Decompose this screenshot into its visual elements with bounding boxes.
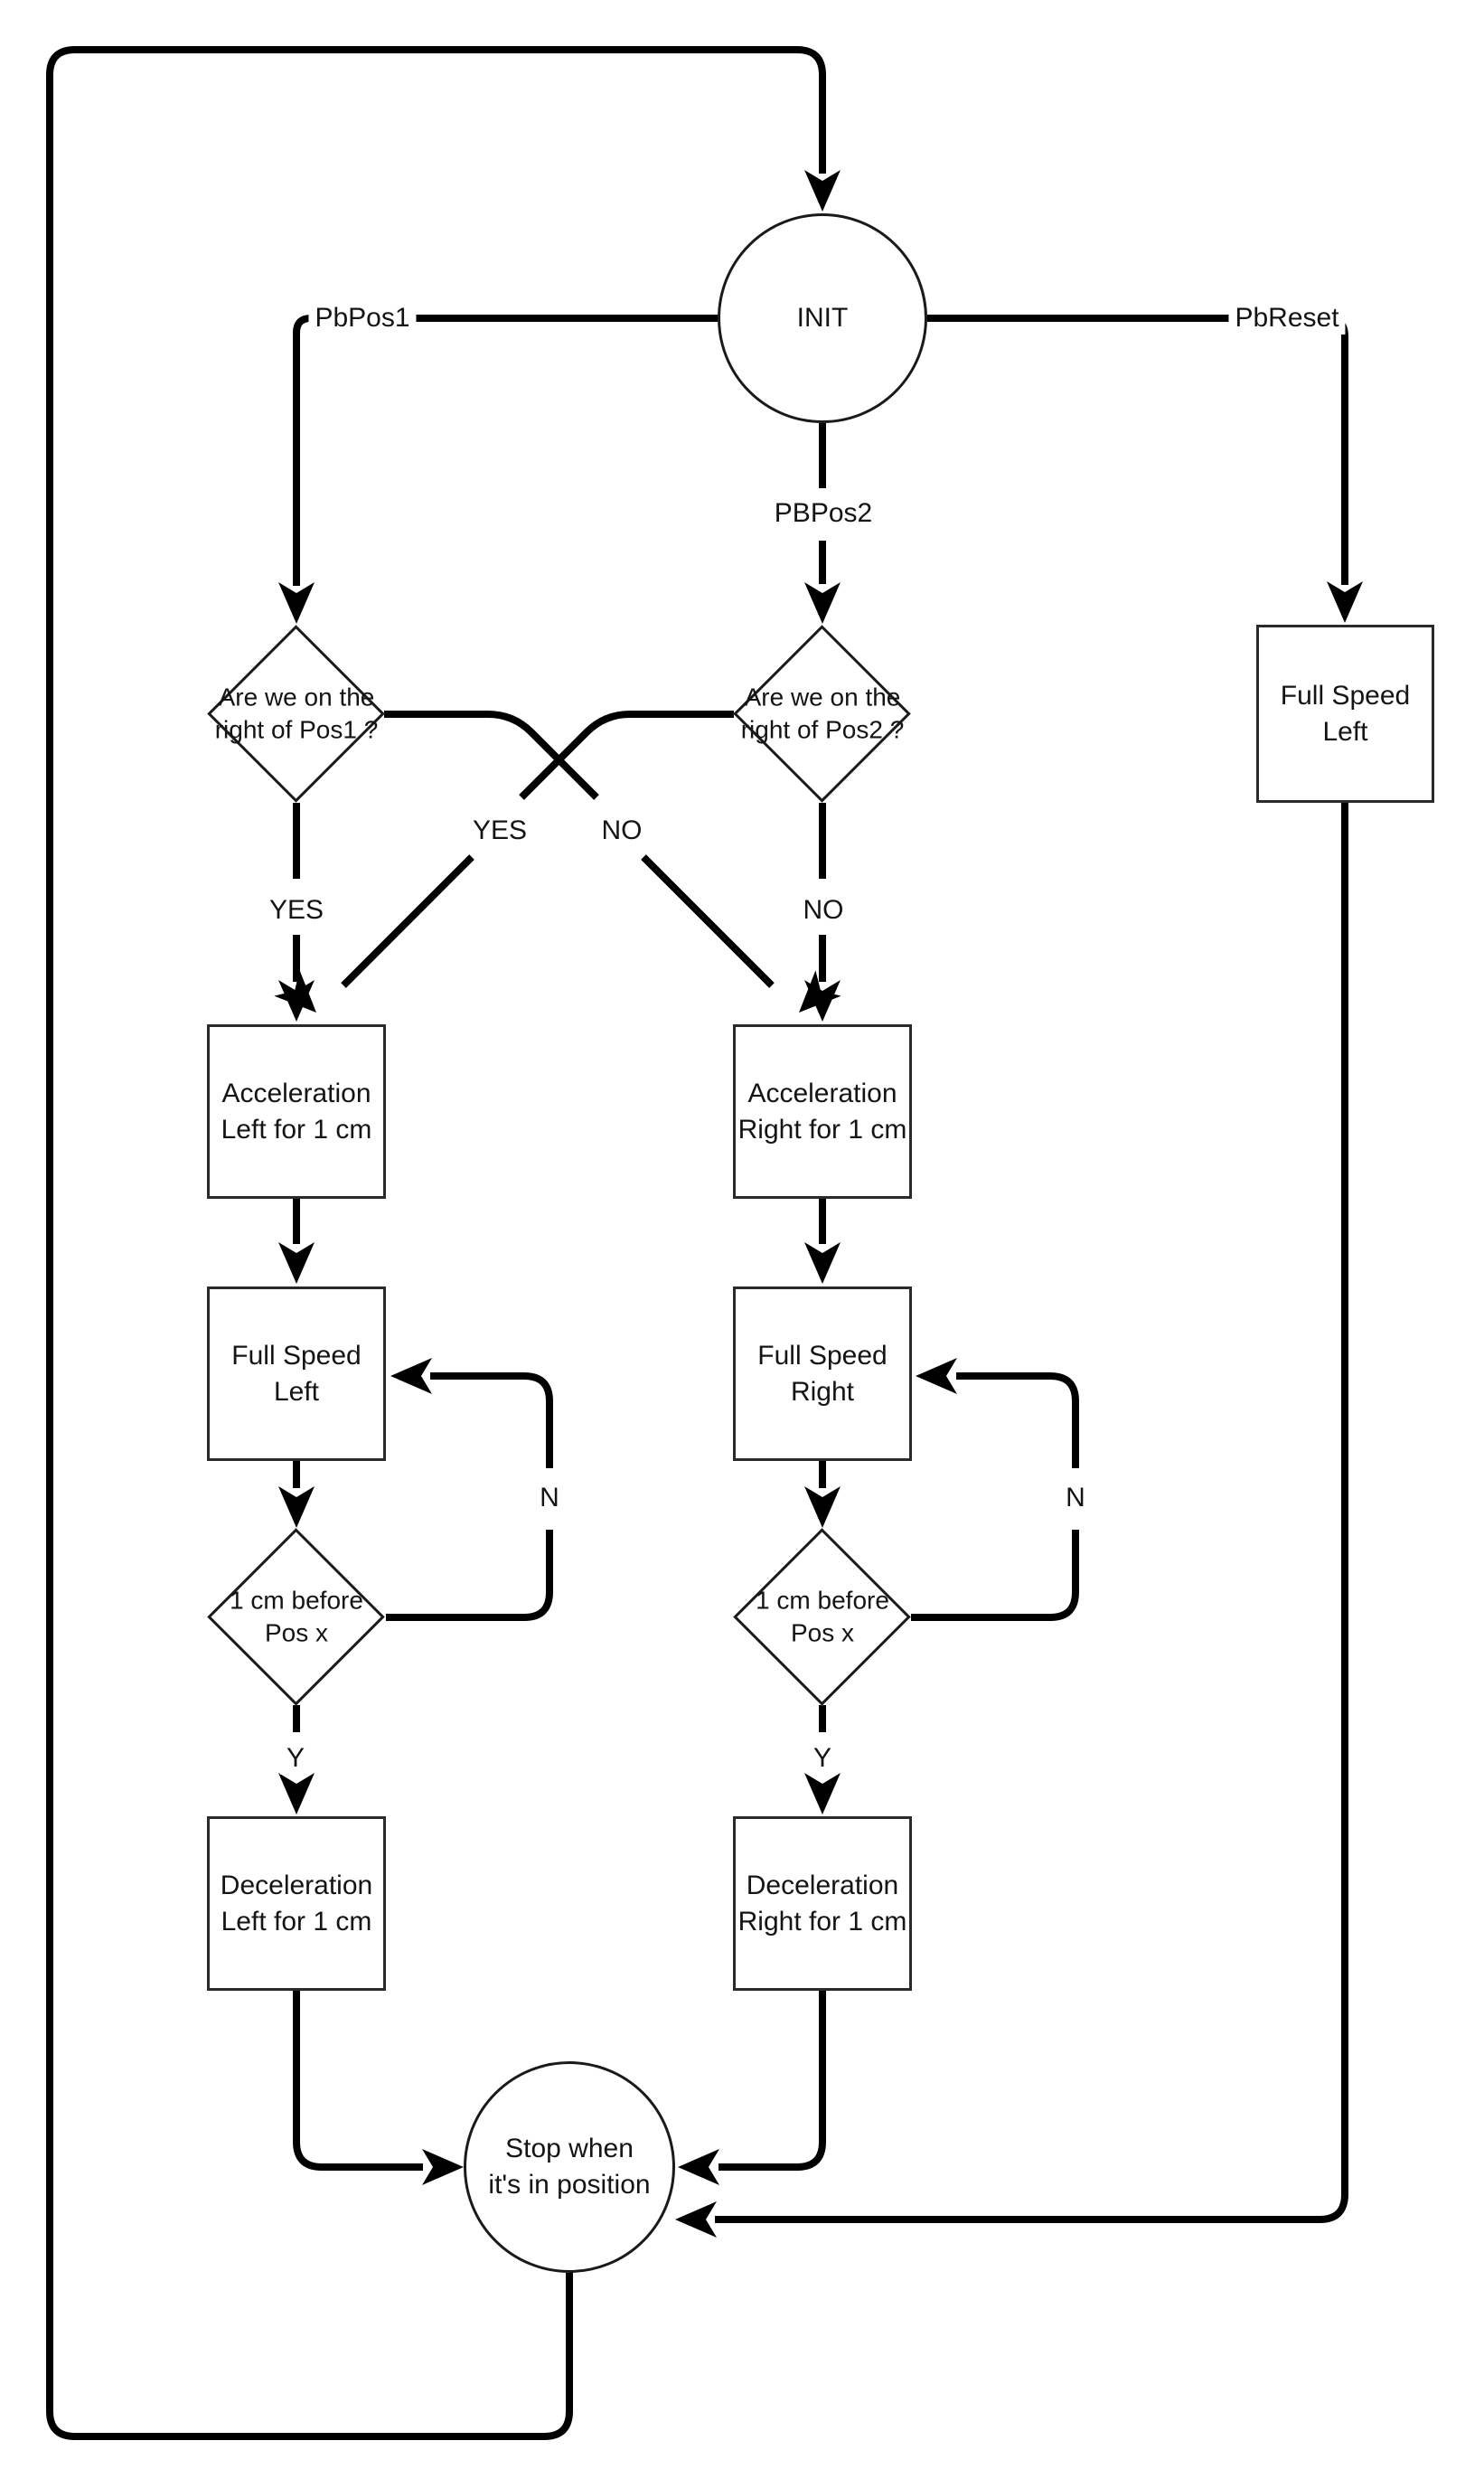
acceleration-left-label: Acceleration Left for 1 cm — [221, 1078, 372, 1145]
arrowhead-into-full-speed-left — [278, 1242, 315, 1284]
arrowhead-into-pos1-decision — [278, 582, 315, 624]
acceleration-right-label: Acceleration Right for 1 cm — [737, 1078, 907, 1145]
pos1-no-edge-label: NO — [595, 815, 649, 847]
pos1-decision-label: Are we on the right of Pos1 ? — [214, 683, 379, 744]
init-label: INIT — [796, 303, 849, 334]
arrowhead-into-before-pos-left — [278, 1486, 315, 1528]
pos2-decision-label: Are we on the right of Pos2 ? — [740, 683, 905, 744]
acceleration-left-box: Acceleration Left for 1 cm — [207, 1024, 386, 1199]
pbpos2-edge-label: PBPos2 — [767, 497, 879, 530]
deceleration-left-label: Deceleration Left for 1 cm — [220, 1870, 373, 1937]
connector-pbpos1-down — [293, 315, 318, 586]
pos2-yes-edge-label: YES — [465, 815, 534, 847]
full-speed-right-label: Full Speed Right — [757, 1340, 888, 1407]
pbreset-edge-label: PbReset — [1228, 302, 1346, 335]
arrowhead-into-pos2-decision — [804, 582, 841, 624]
arrowhead-stop-left — [422, 2149, 464, 2185]
stop-label: Stop when it's in position — [488, 2134, 651, 2200]
arrowhead-into-init — [804, 170, 841, 212]
arrowhead-loop-left — [390, 1358, 432, 1394]
full-speed-right-box: Full Speed Right — [733, 1286, 912, 1461]
deceleration-right-label: Deceleration Right for 1 cm — [737, 1870, 907, 1937]
before-pos-left-label: 1 cm before Pos x — [230, 1586, 363, 1647]
arrowhead-into-decel-left — [278, 1773, 315, 1814]
arrowhead-loop-right — [916, 1358, 957, 1394]
arrowhead-stop-right — [678, 2149, 719, 2185]
pbpos1-edge-label: PbPos1 — [308, 302, 417, 335]
connector-loop-right-a — [911, 1530, 1079, 1621]
full-speed-left-reset-box: Full Speed Left — [1256, 625, 1434, 803]
before-pos-right-label: 1 cm before Pos x — [756, 1586, 889, 1647]
full-speed-left-reset-label: Full Speed Left — [1280, 680, 1411, 747]
connector-loop-right-b — [956, 1372, 1079, 1468]
connector-outer-loop — [46, 46, 826, 2440]
connector-loop-left-b — [430, 1372, 553, 1468]
acceleration-right-box: Acceleration Right for 1 cm — [733, 1024, 912, 1199]
pos2-no-edge-label: NO — [796, 894, 850, 927]
connector-full-speed-left-reset-stop — [715, 803, 1348, 2223]
connector-pbreset-down — [1330, 315, 1348, 585]
left-y-edge-label: Y — [279, 1742, 312, 1775]
full-speed-left-box: Full Speed Left — [207, 1286, 386, 1461]
connector-loop-left-a — [386, 1530, 553, 1621]
arrowhead-into-accel-right — [804, 980, 841, 1022]
loop-right-n-edge-label: N — [1059, 1482, 1092, 1514]
loop-left-n-edge-label: N — [533, 1482, 566, 1514]
connector-pos2-yes-a — [519, 711, 734, 800]
connector-decel-right-stop — [719, 1991, 826, 2171]
pos1-yes-edge-label: YES — [262, 894, 331, 927]
full-speed-left-label: Full Speed Left — [231, 1340, 362, 1407]
arrowhead-into-full-speed-left-reset — [1327, 581, 1363, 623]
init-node: INIT — [718, 213, 927, 423]
arrowhead-into-full-speed-right — [804, 1242, 841, 1284]
connector-pos1-no-a — [384, 711, 599, 800]
deceleration-left-box: Deceleration Left for 1 cm — [207, 1816, 386, 1991]
arrowhead-stop-lower-right — [675, 2201, 717, 2238]
arrowhead-into-decel-right — [804, 1773, 841, 1814]
deceleration-right-box: Deceleration Right for 1 cm — [733, 1816, 912, 1991]
connector-decel-left-stop — [293, 1991, 423, 2171]
connector-pos2-yes-b — [341, 854, 474, 988]
right-y-edge-label: Y — [806, 1742, 839, 1775]
arrowhead-into-before-pos-right — [804, 1486, 841, 1528]
arrowhead-into-accel-left — [278, 980, 315, 1022]
stop-node: Stop when it's in position — [464, 2061, 675, 2273]
connector-pos1-no-b — [641, 854, 775, 988]
